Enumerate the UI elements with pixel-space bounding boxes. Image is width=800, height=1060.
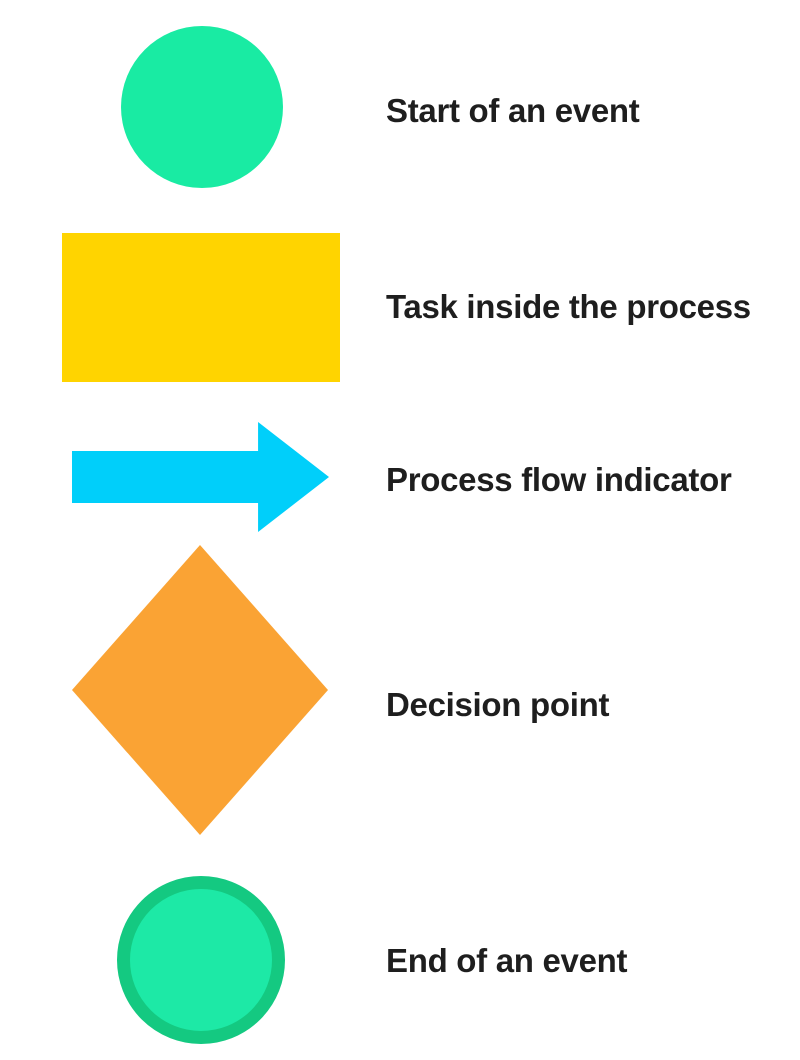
end-event-label: End of an event — [386, 942, 628, 979]
process-flow-label: Process flow indicator — [386, 461, 732, 498]
task-label: Task inside the process — [386, 288, 751, 325]
decision-diamond-icon — [72, 545, 328, 835]
process-flow-arrow-icon — [72, 422, 329, 532]
start-event-label: Start of an event — [386, 92, 640, 129]
decision-point-label: Decision point — [386, 686, 610, 723]
task-rectangle-icon — [62, 233, 340, 382]
start-event-circle-icon — [121, 26, 283, 188]
end-event-circle-icon — [117, 876, 285, 1044]
